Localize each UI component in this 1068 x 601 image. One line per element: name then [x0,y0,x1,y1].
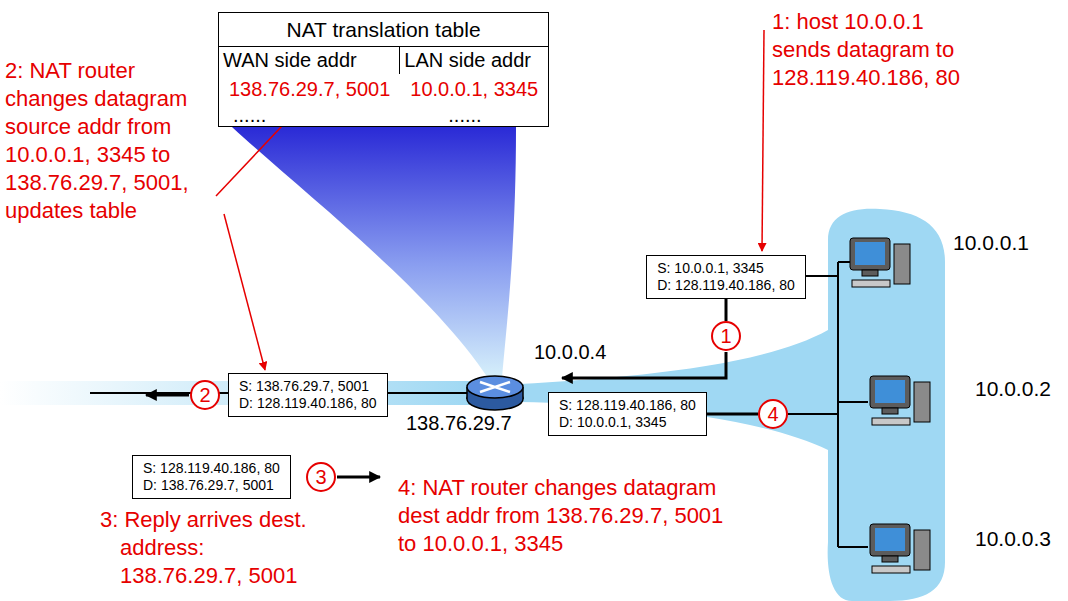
datagram-field: S: 128.119.40.186, 80 [559,397,696,414]
translation-table: NAT translation tableWAN side addrLAN si… [218,12,549,127]
datagram-box: S: 10.0.0.1, 3345D: 128.119.40.186, 80 [646,255,806,299]
datagram-box: S: 138.76.29.7, 5001D: 128.119.40.186, 8… [228,373,388,417]
router-address: 138.76.29.7 [406,411,512,435]
step-circle: 3 [306,462,336,492]
lan-wire [838,401,868,403]
tower [894,244,910,284]
host-address: 10.0.0.1 [953,230,1029,255]
monitor-stand [862,270,878,276]
host-address: 10.0.0.2 [975,376,1051,401]
router-top [467,376,523,398]
datagram-lead [788,413,838,415]
callout-number: 2 [192,382,218,408]
callout-number: 1 [713,323,739,349]
table-cell: 10.0.0.1, 3345 [400,74,548,104]
lan-wire [838,546,868,548]
datagram-field: S: 10.0.0.1, 3345 [657,260,795,277]
table-title: NAT translation table [219,13,548,47]
lan-wire [838,261,850,263]
table-cell: 138.76.29.7, 5001 [219,74,400,104]
datagram-field: D: 10.0.0.1, 3345 [559,414,696,431]
host-computer [870,376,930,425]
screen [875,380,905,403]
router-arrows [480,382,510,392]
monitor-stand [882,556,898,562]
step-circle: 1 [711,321,741,351]
datagram-box: S: 128.119.40.186, 80D: 10.0.0.1, 3345 [548,392,707,436]
callout-pointer [762,30,764,251]
host-address: 10.0.0.3 [975,526,1051,551]
datagram-box: S: 128.119.40.186, 80D: 138.76.29.7, 500… [132,455,291,499]
router-address: 10.0.0.4 [534,340,606,364]
step-annotation: 1: host 10.0.0.1 sends datagram to 128.1… [772,8,987,92]
table-cell: ...... [219,104,400,126]
datagram-field: S: 128.119.40.186, 80 [143,460,280,477]
monitor [870,376,910,408]
keyboard [872,566,910,573]
step-annotation: 3: Reply arrives dest. address: 138.76.2… [100,506,315,590]
host-computer [870,524,930,573]
step-circle: 2 [190,380,220,410]
screen [855,242,885,265]
step-circle: 4 [758,399,788,429]
step-annotation: 2: NAT router changes datagram source ad… [5,57,213,225]
table-cell: ...... [400,104,548,126]
monitor [870,524,910,556]
table-header: WAN side addr [219,47,400,74]
keyboard [852,280,890,287]
callout-pointer [224,214,265,370]
datagram-field: D: 128.119.40.186, 80 [657,277,795,294]
datagram-field: D: 128.119.40.186, 80 [239,395,377,412]
datagram-field: S: 138.76.29.7, 5001 [239,378,377,395]
monitor [850,238,890,270]
table-fan [232,127,516,378]
monitor-stand [882,408,898,414]
flow-arrow [146,394,189,397]
lan-cloud [520,209,945,601]
flow-arrow [337,476,380,479]
table-header: LAN side addr [400,47,548,74]
datagram-field: D: 138.76.29.7, 5001 [143,477,280,494]
tower [914,530,930,570]
step-annotation: 4: NAT router changes datagram dest addr… [398,474,738,558]
screen [875,528,905,551]
connector [707,413,758,416]
lan-wire [837,262,839,547]
callout-number: 4 [760,401,786,427]
tower [914,382,930,422]
host-computer [850,238,910,287]
router-symbol [467,376,523,410]
keyboard [872,418,910,425]
callout-number: 3 [308,464,334,490]
connector [725,299,728,321]
